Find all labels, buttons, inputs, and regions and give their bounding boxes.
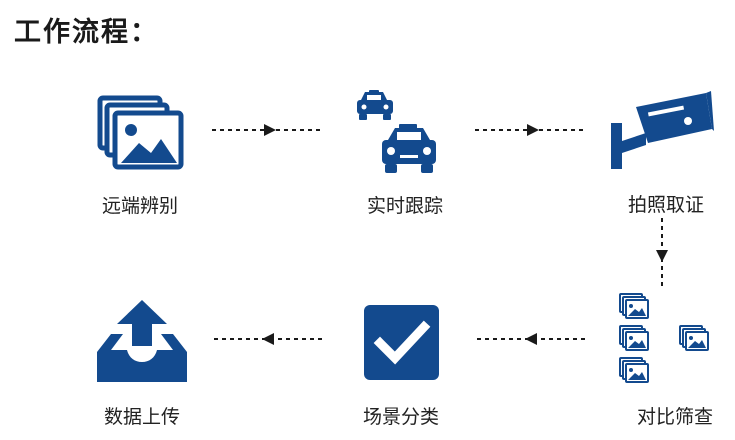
step-photo-evidence: 拍照取证: [608, 85, 714, 216]
step-realtime-tracking: 实时跟踪: [355, 88, 455, 217]
step-label: 拍照取证: [627, 194, 704, 216]
flow-arrow-right: [475, 124, 587, 136]
upload-tray-icon: [97, 300, 187, 382]
flow-arrow-right: [212, 124, 324, 136]
taxi-icon: [357, 90, 436, 173]
image-grid-icon: [619, 293, 709, 383]
step-label: 对比筛查: [636, 406, 713, 428]
step-label: 实时跟踪: [366, 195, 443, 217]
step-label: 数据上传: [103, 406, 180, 428]
step-label: 场景分类: [362, 406, 439, 428]
flow-arrow-down: [656, 218, 668, 286]
step-comparison-screening: 对比筛查: [619, 293, 720, 428]
checkmark-icon: [364, 305, 439, 380]
step-label: 远端辨别: [101, 195, 178, 217]
image-stack-icon: [97, 95, 184, 170]
cctv-camera-icon: [611, 91, 714, 169]
flow-arrow-left: [214, 333, 326, 345]
step-scene-classification: 场景分类: [363, 305, 439, 428]
step-remote-identification: 远端辨别: [95, 93, 190, 217]
flow-arrow-left: [477, 333, 589, 345]
page-title: 工作流程：: [14, 17, 159, 48]
step-data-upload: 数据上传: [97, 298, 187, 428]
